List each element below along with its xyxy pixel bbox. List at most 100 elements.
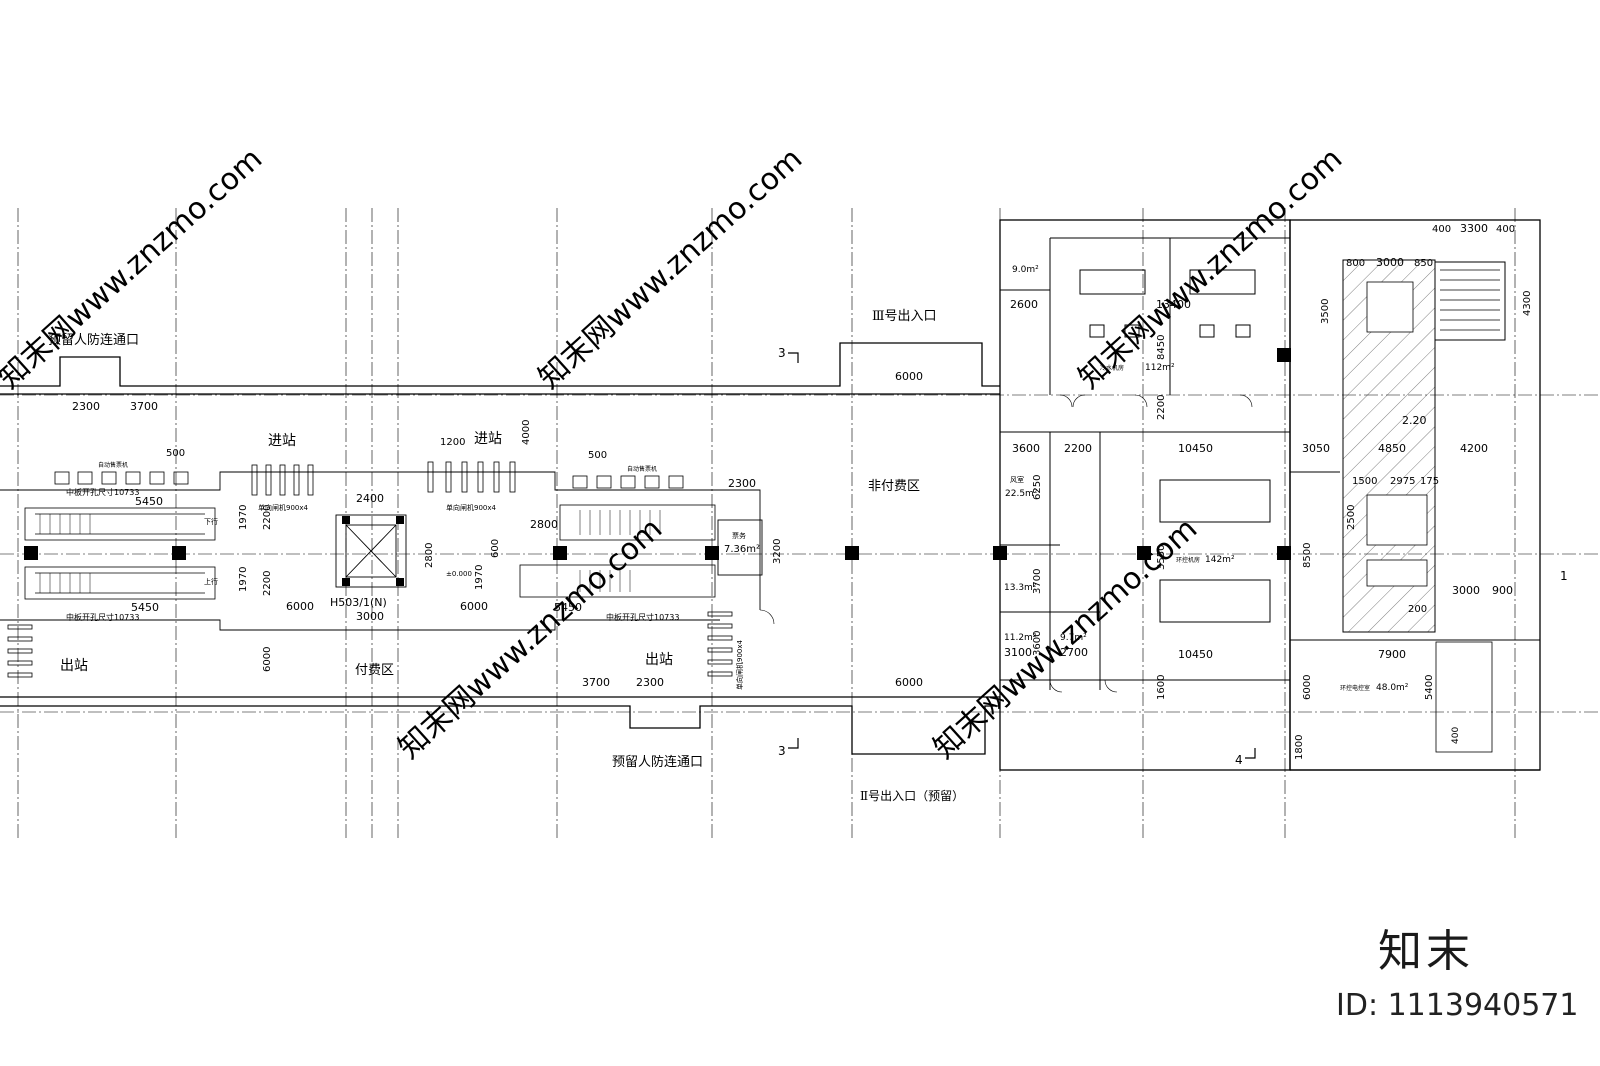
label-exit2: Ⅱ号出入口（预留） [860, 789, 964, 803]
label-reserved-bottom: 预留人防连通口 [612, 754, 703, 770]
dim-text: 5400 [1424, 675, 1435, 700]
label-section3-bottom: 3 [778, 744, 786, 758]
label-elevator: H503/1(N) [330, 596, 387, 609]
dim-text: 1500 [1352, 476, 1377, 487]
dim-text: 800 [1346, 258, 1365, 269]
dim-text: 7900 [1378, 648, 1406, 661]
dim-text: 200 [1408, 604, 1427, 615]
dim-text: 4000 [521, 420, 532, 445]
dim-text: 850 [1414, 258, 1433, 269]
dim-text: 2300 [728, 477, 756, 490]
dim-text: 500 [166, 448, 185, 459]
columns [24, 348, 1291, 586]
text-labels: 预留人防连通口 预留人防连通口 Ⅲ号出入口 Ⅱ号出入口（预留） 进站 进站 出站… [48, 265, 1568, 803]
dimension-labels: 2300 3700 6000 6000 4000 500 500 5450 54… [72, 222, 1533, 760]
dim-text: 6000 [895, 370, 923, 383]
dim-text: 2975 [1390, 476, 1415, 487]
watermark-diag-2: 知末网www.znzmo.com [532, 141, 809, 396]
label-ac-room: 环控机房 [1176, 556, 1200, 564]
dim-text: 4200 [1460, 442, 1488, 455]
dim-text: 400 [1432, 224, 1451, 235]
brand-watermark: 知末 [1378, 926, 1474, 977]
dim-text: 2800 [424, 543, 435, 568]
label-up: 上行 [204, 577, 218, 586]
dim-text: 2600 [1010, 298, 1038, 311]
axis-grid [0, 208, 1600, 840]
watermark-diag-1: 知末网www.znzmo.com [0, 141, 269, 396]
label-area220: 2.20 [1402, 414, 1427, 427]
dim-text: 3300 [1460, 222, 1488, 235]
dim-text: 500 [588, 450, 607, 461]
dim-text: 3050 [1302, 442, 1330, 455]
dim-text: 8450 [1156, 335, 1167, 360]
dim-text: 2800 [530, 518, 558, 531]
dim-text: 6000 [1302, 675, 1313, 700]
concourse [0, 471, 761, 631]
dim-text: 900 [1492, 584, 1513, 597]
label-wind: 风室 [1010, 475, 1024, 484]
label-wind-area: 22.5m² [1005, 489, 1038, 499]
label-exit-left: 出站 [60, 658, 88, 674]
dim-text: 1800 [1294, 735, 1305, 760]
label-enter1: 进站 [268, 433, 296, 449]
id-watermark: ID: 1113940571 [1336, 988, 1579, 1023]
label-fire: 环控电控室 [1340, 684, 1370, 692]
dim-text: 3100 [1004, 646, 1032, 659]
dim-text: 3000 [1452, 584, 1480, 597]
dim-text: 6000 [262, 647, 273, 672]
dim-text: 3000 [356, 610, 384, 623]
dim-text: 2200 [262, 505, 273, 530]
dim-text: 6000 [460, 600, 488, 613]
dim-text: 8500 [1302, 543, 1313, 568]
elevator-shaft [335, 514, 407, 588]
dim-text: 6250 [1032, 475, 1043, 500]
label-exit-mid: 出站 [645, 652, 673, 668]
dim-text: 2700 [1060, 646, 1088, 659]
label-r90: 9.0m² [1012, 265, 1039, 275]
dim-text: 13400 [1156, 298, 1191, 311]
station-walls [0, 219, 1541, 771]
dim-text: 6000 [286, 600, 314, 613]
dim-text: 5450 [135, 495, 163, 508]
door-swings [759, 394, 1253, 693]
label-room-small: 票务 [732, 531, 746, 540]
dim-text: 3500 [1320, 299, 1331, 324]
label-cold-water: 冷水机房 [1100, 364, 1124, 372]
label-tvm2: 自动售票机 [627, 465, 657, 473]
dim-text: 3600 [1032, 631, 1043, 656]
dim-text: 400 [1496, 224, 1515, 235]
dim-text: 2200 [1064, 442, 1092, 455]
dim-text: 600 [490, 539, 501, 558]
label-tvm1: 自动售票机 [98, 461, 128, 469]
label-paid: 付费区 [355, 663, 394, 678]
label-fire-area: 48.0m² [1376, 683, 1409, 693]
section-marks [788, 352, 1256, 759]
label-r112: 11.2m² [1004, 633, 1037, 643]
label-exit3: Ⅲ号出入口 [872, 309, 937, 324]
dim-text: 3550 [1156, 545, 1167, 570]
label-section3-top: 3 [778, 346, 786, 360]
label-down: 下行 [204, 517, 218, 526]
dim-text: 10450 [1178, 648, 1213, 661]
label-enter2: 进站 [474, 431, 502, 447]
dim-text: 2200 [262, 571, 273, 596]
dim-text: 3600 [1012, 442, 1040, 455]
label-room-small-area: 7.36m² [724, 544, 760, 555]
fare-gates [7, 461, 733, 678]
dim-text: 5450 [554, 601, 582, 614]
label-section1: 1 [1560, 569, 1568, 583]
label-opening2: 中板开孔尺寸10733 [66, 612, 139, 622]
dim-text: 1600 [1156, 675, 1167, 700]
dim-text: 5450 [131, 601, 159, 614]
dim-text: 2300 [636, 676, 664, 689]
dim-text: 6000 [895, 676, 923, 689]
dim-text: 2400 [356, 492, 384, 505]
dim-text: 1970 [474, 565, 485, 590]
label-cold-water-area: 112m² [1145, 363, 1175, 373]
ticket-machines [54, 471, 684, 489]
escalator-right [519, 504, 716, 598]
label-ac-room-area: 142m² [1205, 555, 1235, 565]
shaft-area [1342, 259, 1506, 753]
diagonal-watermarks: 知末网www.znzmo.com 知末网www.znzmo.com 知末网www… [0, 141, 1349, 766]
